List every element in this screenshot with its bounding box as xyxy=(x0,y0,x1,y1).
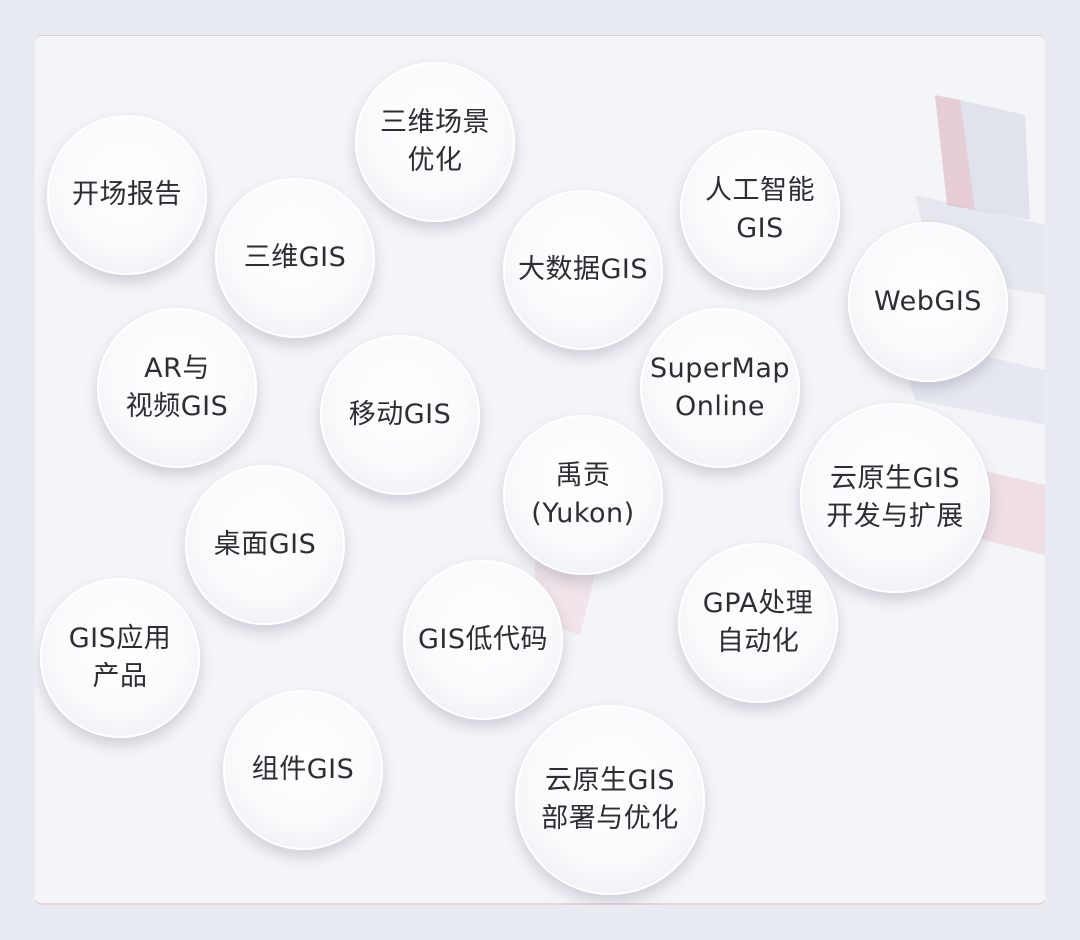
topic-label: 开场报告 xyxy=(72,179,182,210)
topic-3d-scene-optimization[interactable]: 三维场景 优化 xyxy=(355,62,515,222)
topic-label: 移动GIS xyxy=(348,399,452,430)
topic-cloud-native-gis-dev[interactable]: 云原生GIS 开发与扩展 xyxy=(800,403,990,593)
topic-gis-app-products[interactable]: GIS应用 产品 xyxy=(40,578,200,738)
topic-label: GPA处理 自动化 xyxy=(702,588,814,657)
topic-label: 云原生GIS 部署与优化 xyxy=(541,765,679,834)
topic-yukon[interactable]: 禹贡 (Yukon) xyxy=(503,415,663,575)
topic-component-gis[interactable]: 组件GIS xyxy=(223,690,383,850)
topic-3d-gis[interactable]: 三维GIS xyxy=(215,178,375,338)
topic-label: AR与 视频GIS xyxy=(125,353,229,422)
topic-label: 桌面GIS xyxy=(213,529,317,560)
topic-opening-report[interactable]: 开场报告 xyxy=(47,115,207,275)
topic-big-data-gis[interactable]: 大数据GIS xyxy=(503,190,663,350)
topic-webgis[interactable]: WebGIS xyxy=(848,222,1008,382)
topic-label: 三维GIS xyxy=(243,242,347,273)
topic-label: 人工智能 GIS xyxy=(705,175,815,244)
topic-label: GIS低代码 xyxy=(417,624,549,655)
topic-label: 云原生GIS 开发与扩展 xyxy=(826,463,964,532)
topic-gis-low-code[interactable]: GIS低代码 xyxy=(403,560,563,720)
topic-label: 组件GIS xyxy=(251,754,355,785)
topic-ai-gis[interactable]: 人工智能 GIS xyxy=(680,130,840,290)
topic-label: 三维场景 优化 xyxy=(380,107,490,176)
topic-label: 大数据GIS xyxy=(517,254,649,285)
topic-gpa-automation[interactable]: GPA处理 自动化 xyxy=(678,543,838,703)
topic-label: SuperMap Online xyxy=(649,353,791,422)
topic-label: WebGIS xyxy=(874,286,982,317)
topic-label: GIS应用 产品 xyxy=(68,623,172,692)
topic-ar-video-gis[interactable]: AR与 视频GIS xyxy=(97,308,257,468)
topic-cloud-native-gis-deploy[interactable]: 云原生GIS 部署与优化 xyxy=(515,705,705,895)
topic-supermap-online[interactable]: SuperMap Online xyxy=(640,308,800,468)
topic-mobile-gis[interactable]: 移动GIS xyxy=(320,335,480,495)
topic-label: 禹贡 (Yukon) xyxy=(531,460,635,529)
topic-desktop-gis[interactable]: 桌面GIS xyxy=(185,465,345,625)
topics-panel: 开场报告 三维场景 优化 三维GIS 大数据GIS 人工智能 GIS WebGI… xyxy=(35,35,1045,905)
